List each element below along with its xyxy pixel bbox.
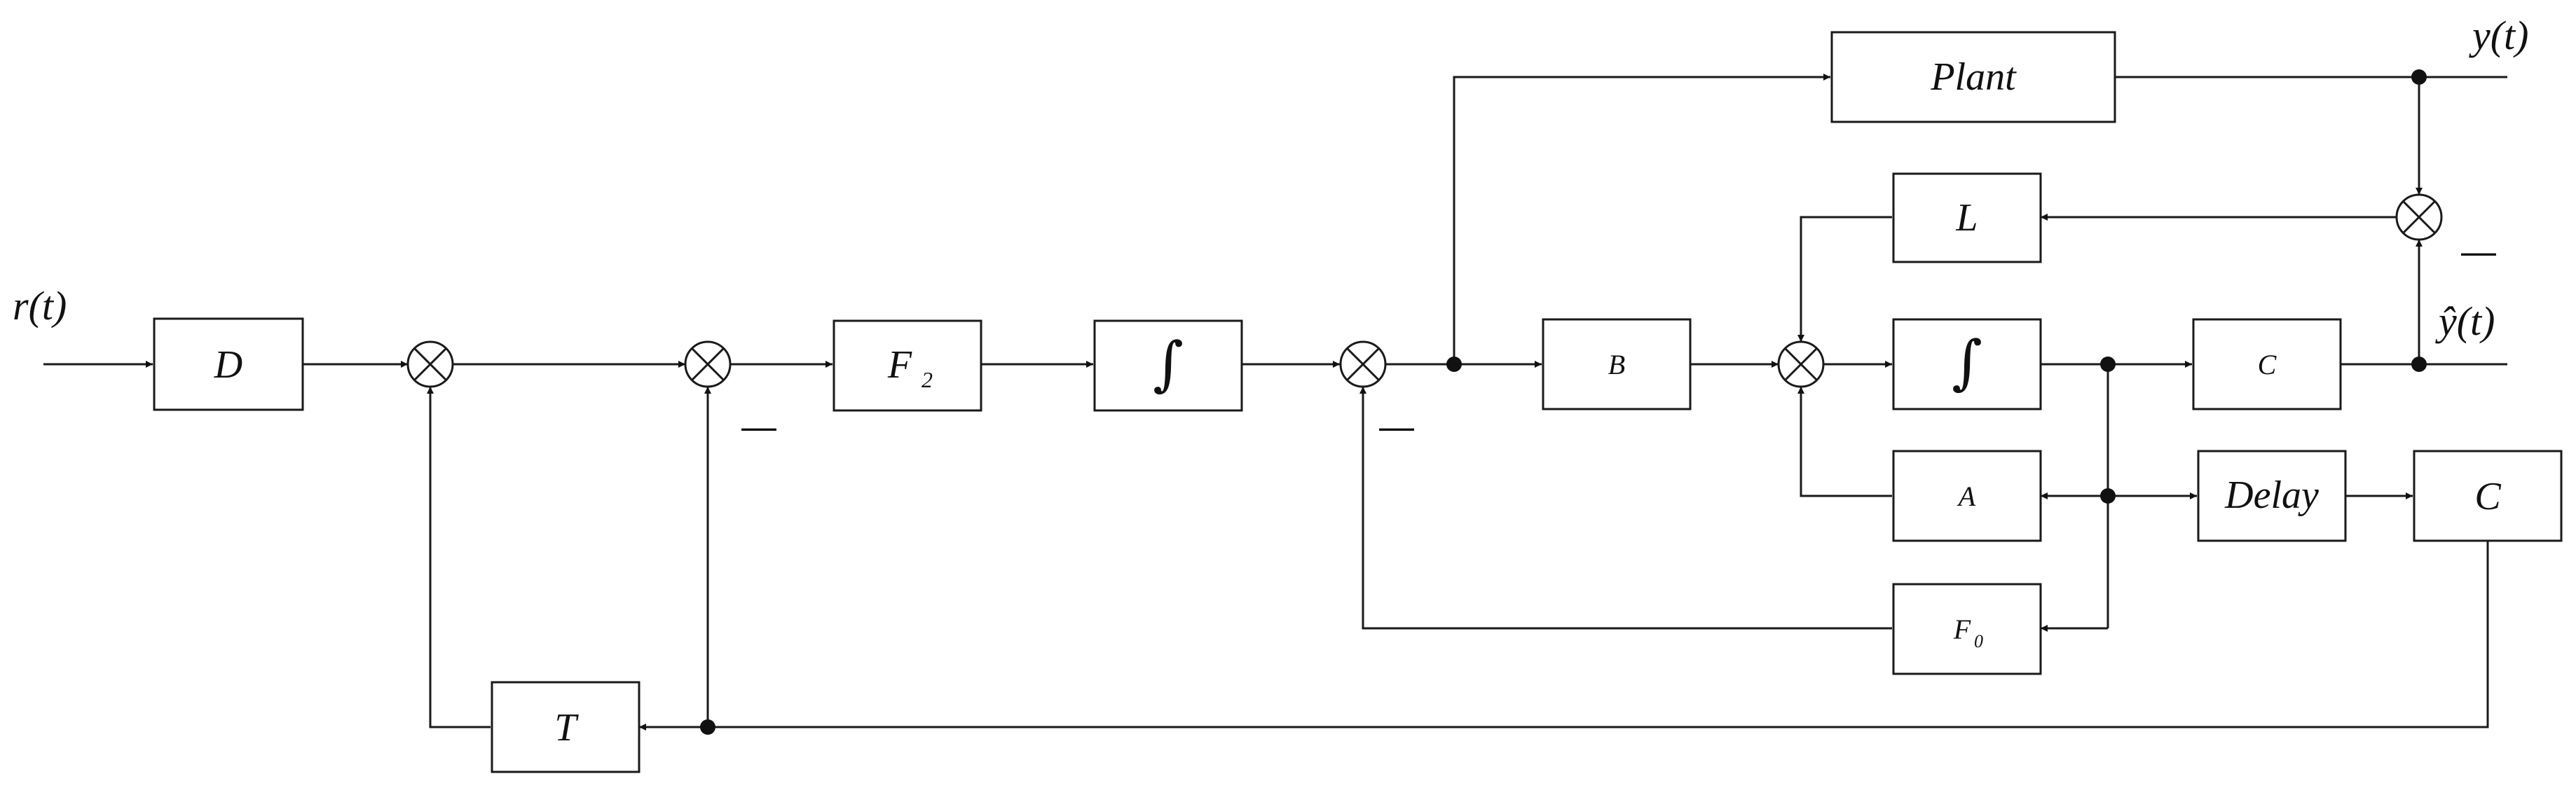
junction-yhat — [2411, 357, 2427, 372]
block-c-observer: C — [2192, 318, 2342, 410]
summing-junction-1 — [406, 340, 454, 388]
block-a: A — [1892, 450, 2042, 542]
block-delay-label: Delay — [2224, 474, 2319, 517]
block-t-label: T — [554, 706, 579, 749]
integrator-1-symbol: ∫ — [1153, 329, 1184, 398]
block-d-label: D — [214, 343, 242, 387]
signal-yhat-label: ŷ(t) — [2435, 298, 2495, 344]
summing-junction-2 — [684, 340, 732, 388]
block-f2-label: F — [887, 343, 912, 387]
block-c-delay-label: C — [2474, 475, 2501, 518]
block-b-label: B — [1608, 349, 1625, 380]
junction-y — [2411, 69, 2427, 85]
junction-bus — [2100, 488, 2116, 504]
wire-l-to-obssum — [1797, 216, 1892, 342]
block-delay: Delay — [2197, 450, 2347, 542]
block-plant-label: Plant — [1930, 55, 2017, 99]
signal-r-label: r(t) — [13, 283, 67, 329]
summing-junction-3 — [1339, 340, 1387, 388]
block-f0-label: F — [1953, 614, 1971, 645]
junction-feedback — [700, 719, 715, 735]
integrator-2-symbol: ∫ — [1952, 328, 1982, 396]
summing-junction-observer — [1777, 340, 1825, 388]
block-a-label: A — [1957, 481, 1976, 512]
block-b: B — [1542, 318, 1692, 410]
block-f2: F 2 — [833, 319, 982, 412]
wire-c2-to-t — [639, 541, 2489, 731]
block-f2-subscript: 2 — [922, 367, 933, 392]
wire-f0-to-sum3 — [1359, 387, 1892, 630]
block-plant: Plant — [1830, 31, 2116, 123]
sum3-minus-sign: — — [1379, 407, 1414, 446]
signal-y-label: y(t) — [2469, 13, 2529, 58]
wire-a-to-obssum — [1797, 387, 1892, 497]
block-d: D — [153, 317, 304, 411]
junctions — [700, 69, 2427, 735]
errsum-minus-sign: — — [2461, 232, 2496, 271]
block-l: L — [1892, 172, 2042, 263]
block-c-delay: C — [2413, 450, 2563, 542]
junction-xhat — [2100, 357, 2116, 372]
block-c-observer-label: C — [2258, 349, 2277, 380]
junction-u — [1446, 357, 1462, 372]
block-l-label: L — [1955, 196, 1978, 240]
wire-u-to-plant — [1453, 74, 1830, 364]
wire-t-to-sum1 — [427, 387, 491, 728]
block-t: T — [491, 681, 640, 773]
wires — [43, 74, 2507, 731]
summing-junction-error — [2395, 193, 2443, 241]
sum2-minus-sign: — — [741, 407, 776, 446]
block-f0: F 0 — [1892, 583, 2042, 675]
block-f0-subscript: 0 — [1974, 631, 1983, 651]
block-integrator-1: ∫ — [1093, 319, 1243, 412]
block-integrator-2: ∫ — [1892, 318, 2042, 410]
